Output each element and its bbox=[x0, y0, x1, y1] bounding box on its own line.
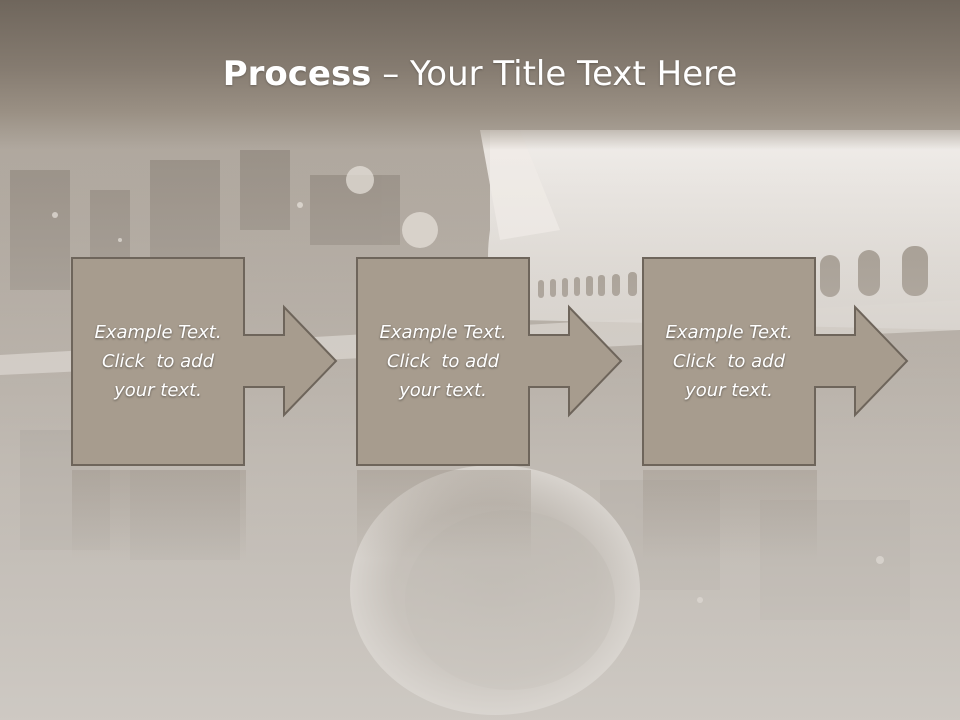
title-bold: Process bbox=[222, 54, 372, 94]
step-1-line-2: Click to add bbox=[101, 350, 214, 372]
step-3-line-1: Example Text. bbox=[665, 321, 793, 343]
step-2-text: Example Text. Click to add your text. bbox=[356, 257, 530, 465]
step-1-text: Example Text. Click to add your text. bbox=[71, 257, 245, 465]
step-3-text: Example Text. Click to add your text. bbox=[642, 257, 816, 465]
process-step-3[interactable]: Example Text. Click to add your text. bbox=[642, 257, 912, 467]
step-2-line-2: Click to add bbox=[386, 350, 499, 372]
step-3-line-2: Click to add bbox=[672, 350, 785, 372]
step-2-line-1: Example Text. bbox=[379, 321, 507, 343]
process-step-2[interactable]: Example Text. Click to add your text. bbox=[356, 257, 626, 467]
step-1-line-1: Example Text. bbox=[94, 321, 222, 343]
slide-title[interactable]: Process – Your Title Text Here bbox=[0, 52, 960, 96]
step-3-reflection bbox=[643, 470, 817, 560]
step-1-line-3: your text. bbox=[114, 379, 202, 401]
process-step-1[interactable]: Example Text. Click to add your text. bbox=[71, 257, 341, 467]
step-2-reflection bbox=[357, 470, 531, 560]
title-rest: – Your Title Text Here bbox=[371, 54, 738, 94]
step-3-line-3: your text. bbox=[685, 379, 773, 401]
step-1-reflection bbox=[72, 470, 246, 560]
step-2-line-3: your text. bbox=[399, 379, 487, 401]
arrow-shape bbox=[356, 257, 623, 466]
arrow-shape bbox=[71, 257, 338, 466]
arrow-shape bbox=[642, 257, 909, 466]
title-band bbox=[0, 0, 960, 150]
